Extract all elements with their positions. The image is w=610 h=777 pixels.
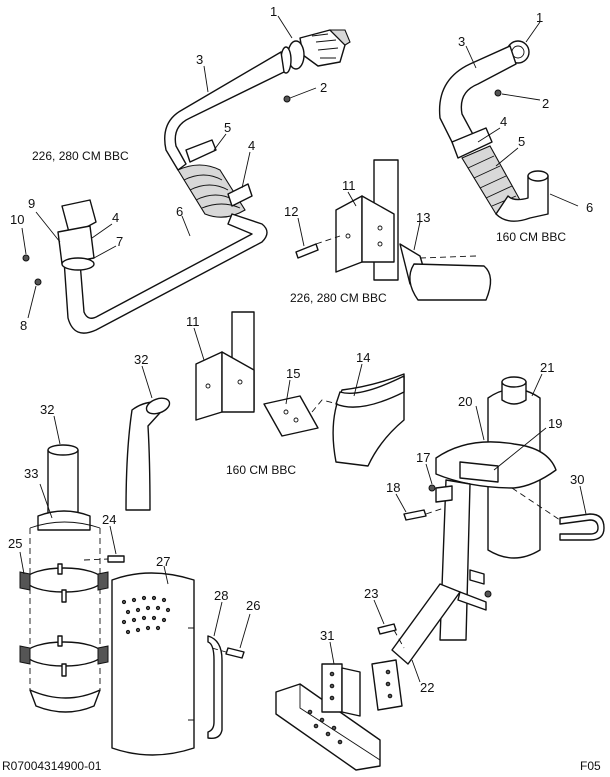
figure-code: F05 xyxy=(580,759,601,773)
bracket-31 xyxy=(321,659,403,717)
callout-30: 30 xyxy=(570,472,584,487)
callout-9: 9 xyxy=(28,196,35,211)
stack-pipe-angled xyxy=(125,397,171,511)
mounting-band-upper xyxy=(19,563,109,603)
heat-shield xyxy=(111,572,245,756)
callout-21: 21 xyxy=(540,360,554,375)
bracket-assembly-long xyxy=(295,159,492,301)
support-bracket xyxy=(439,479,471,641)
callout-1: 1 xyxy=(270,4,277,19)
exhaust-pipe-upper xyxy=(164,51,285,171)
callout-32: 32 xyxy=(134,352,148,367)
callout-6b: 6 xyxy=(586,200,593,215)
bolt-10 xyxy=(22,254,30,262)
u-bolt-30 xyxy=(559,513,605,541)
bolt-18 xyxy=(403,509,427,521)
muffler-right-assembly xyxy=(391,376,605,665)
shield-strap xyxy=(207,635,223,740)
caption-middle: 226, 280 CM BBC xyxy=(290,291,387,305)
callout-17: 17 xyxy=(416,450,430,465)
frame-rail xyxy=(275,683,381,771)
callout-4b: 4 xyxy=(112,210,119,225)
callout-7: 7 xyxy=(116,234,123,249)
clamp-small xyxy=(61,257,95,271)
callout-14: 14 xyxy=(356,350,370,365)
callout-3: 3 xyxy=(196,52,203,67)
caption-middle-lower: 160 CM BBC xyxy=(226,463,296,477)
flange-elbow xyxy=(61,199,97,237)
callout-23: 23 xyxy=(364,586,378,601)
clamp-14 xyxy=(335,375,405,408)
callout-15: 15 xyxy=(286,366,300,381)
callout-2: 2 xyxy=(320,80,327,95)
shield-perforations xyxy=(121,595,171,635)
bolt-23 xyxy=(377,623,397,635)
spacer-15 xyxy=(263,395,319,437)
bolt-2 xyxy=(283,95,291,103)
clamp-19 xyxy=(459,461,499,483)
callout-28: 28 xyxy=(214,588,228,603)
callout-11: 11 xyxy=(342,178,356,193)
bolt-12 xyxy=(295,243,319,259)
callout-3b: 3 xyxy=(458,34,465,49)
exhaust-pipe-lower xyxy=(63,213,268,334)
callout-1b: 1 xyxy=(536,10,543,25)
callout-11b: 11 xyxy=(186,314,200,329)
turbo-outlet-assembly-short xyxy=(438,40,549,222)
bolt-26 xyxy=(225,647,245,659)
muffler-left xyxy=(19,444,125,713)
flex-bellows xyxy=(177,164,246,218)
callout-8: 8 xyxy=(20,318,27,333)
clamp-upper xyxy=(185,139,217,163)
flex-bellows-short xyxy=(461,145,521,215)
callout-12: 12 xyxy=(284,204,298,219)
callout-31: 31 xyxy=(320,628,334,643)
callout-6: 6 xyxy=(176,204,183,219)
turbo-elbow xyxy=(287,29,351,70)
callout-10: 10 xyxy=(10,212,24,227)
bolt-24 xyxy=(107,555,125,563)
bracket-plate-11b xyxy=(195,351,223,421)
callout-22: 22 xyxy=(420,680,434,695)
callout-13: 13 xyxy=(416,210,430,225)
callout-5b: 5 xyxy=(518,134,525,149)
turbo-outlet-assembly-long xyxy=(22,29,351,334)
callout-25: 25 xyxy=(8,536,22,551)
bracket-assembly-short xyxy=(195,311,405,467)
bolt-8 xyxy=(34,278,42,286)
caption-top-left: 226, 280 CM BBC xyxy=(32,149,129,163)
clamp-lower xyxy=(227,183,253,207)
callout-32b: 32 xyxy=(40,402,54,417)
callout-4: 4 xyxy=(248,138,255,153)
caption-top-right: 160 CM BBC xyxy=(496,230,566,244)
bolt-2b xyxy=(494,89,502,97)
callout-33: 33 xyxy=(24,466,38,481)
clamp-short xyxy=(451,127,493,159)
callout-5: 5 xyxy=(224,120,231,135)
drawing-code: R07004314900-01 xyxy=(2,759,102,773)
stack-pipe-32 xyxy=(47,449,79,519)
callout-2b: 2 xyxy=(542,96,549,111)
pipe-section xyxy=(409,263,492,301)
callout-4c: 4 xyxy=(500,114,507,129)
callout-24: 24 xyxy=(102,512,116,527)
nut-17 xyxy=(428,484,436,492)
callout-19: 19 xyxy=(548,416,562,431)
callout-18: 18 xyxy=(386,480,400,495)
callout-26: 26 xyxy=(246,598,260,613)
mounting-band-lower xyxy=(19,635,109,677)
callout-27: 27 xyxy=(156,554,170,569)
callout-20: 20 xyxy=(458,394,472,409)
